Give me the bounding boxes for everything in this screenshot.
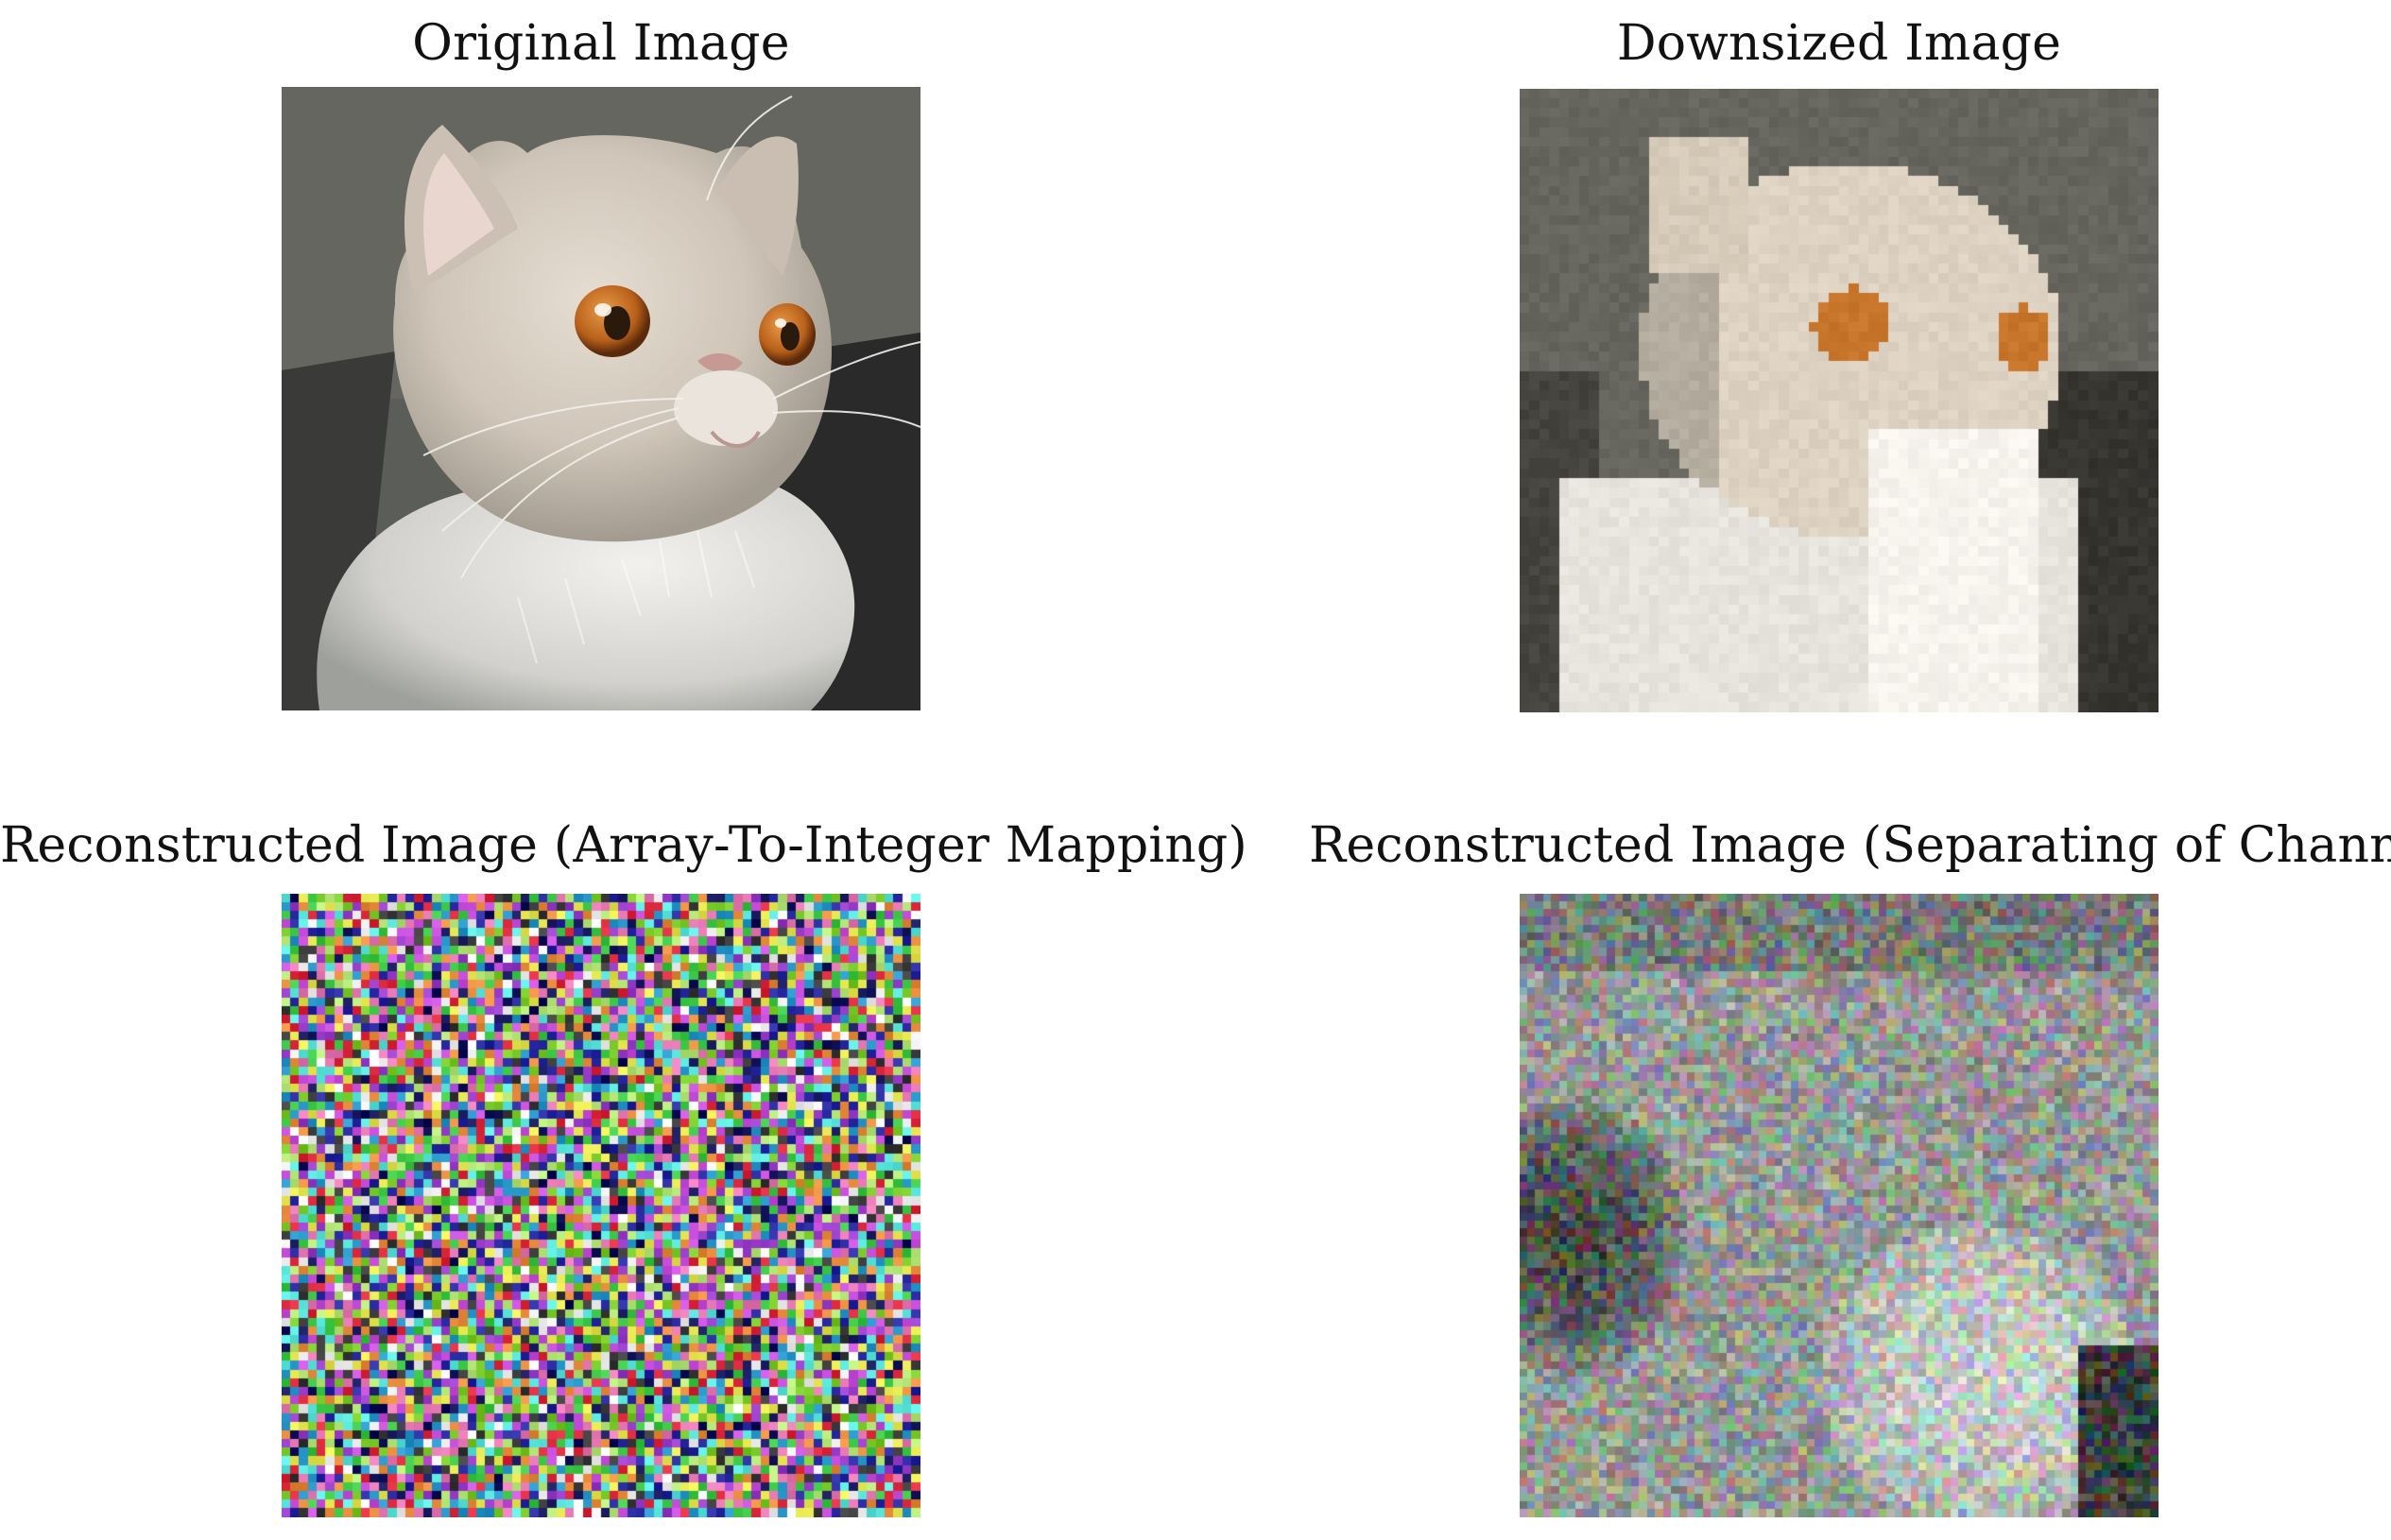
- downsized-cat-photo: [1520, 89, 2159, 712]
- original-cat-illustration: [282, 87, 920, 710]
- panel-reconstructed-array-mapping: Reconstructed Image (Array-To-Integer Ma…: [0, 803, 1247, 1540]
- reconstructed-array-mapping-title: Reconstructed Image (Array-To-Integer Ma…: [0, 817, 1247, 874]
- reconstructed-separating-channels-image: [1520, 894, 2159, 1517]
- downsized-cat-canvas: [1520, 89, 2159, 712]
- panel-original-image: Original Image: [0, 0, 1196, 737]
- panel-reconstructed-separating-channels: Reconstructed Image (Separating of Chann…: [1196, 803, 2391, 1540]
- downsized-image-title: Downsized Image: [1616, 15, 2062, 72]
- reconstructed-separating-channels-title: Reconstructed Image (Separating of Chann…: [1309, 817, 2391, 874]
- original-cat-photo: [282, 87, 920, 710]
- array-mapping-noise-canvas: [282, 894, 920, 1517]
- reconstructed-array-mapping-image: [282, 894, 920, 1517]
- panel-downsized-image: Downsized Image: [1196, 0, 2391, 737]
- original-image-title: Original Image: [412, 15, 790, 72]
- separating-channels-canvas: [1520, 894, 2159, 1517]
